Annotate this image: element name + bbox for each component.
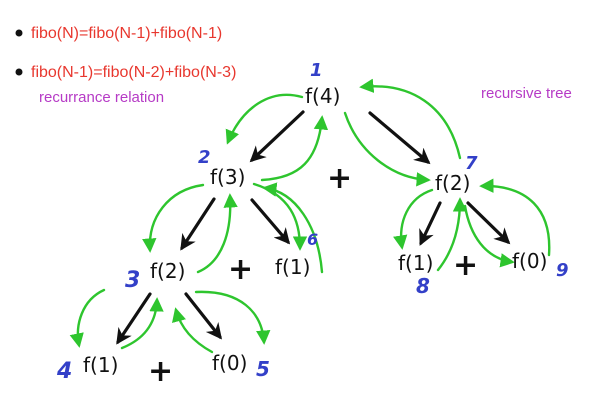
call-arrow-f2-to-f1 — [116, 292, 152, 345]
order-number-3: 3 — [125, 268, 140, 293]
order-number-6: 6 — [307, 230, 318, 249]
call-arrow-f4-to-f2 — [368, 111, 431, 165]
node-f1-middle: f(1) — [275, 255, 310, 279]
plus-sign-right: + — [453, 248, 478, 283]
plus-sign-middle: + — [228, 252, 253, 287]
order-number-9: 9 — [556, 260, 569, 281]
trace-f2-down-to-f1 — [69, 288, 106, 348]
trace-f3-up-to-f4 — [260, 115, 329, 182]
trace-rf2-down-to-f0 — [463, 204, 515, 268]
trace-f2-up-to-f3 — [196, 193, 238, 274]
trace-f1-up-to-f3 — [262, 182, 324, 274]
trace-f0-up-to-rf2 — [479, 178, 551, 257]
bullet-formula-1: fibo(N)=fibo(N-1)+fibo(N-1) — [31, 25, 222, 42]
order-number-1: 1 — [310, 60, 323, 81]
trace-f3-down-to-f1 — [252, 182, 308, 251]
plus-sign-top: + — [327, 161, 352, 196]
call-arrow-f3-to-f2 — [180, 197, 216, 251]
call-arrow-f4-to-f3 — [249, 110, 305, 163]
order-number-2: 2 — [198, 147, 211, 168]
order-number-4: 4 — [56, 359, 72, 384]
trace-f1-up-to-f2 — [120, 297, 164, 350]
recursive-tree-label: recursive tree — [481, 85, 572, 102]
trace-f1-up-to-rf2 — [436, 197, 468, 272]
node-f1-right: f(1) — [398, 251, 433, 275]
plus-sign-bottom: + — [148, 354, 173, 389]
trace-rf2-down-to-f1 — [393, 188, 434, 250]
bullet-formula-2: fibo(N-1)=fibo(N-2)+fibo(N-3) — [31, 64, 236, 81]
node-f1-leftmost: f(1) — [83, 353, 118, 377]
trace-f3-down-to-f2 — [142, 183, 205, 253]
node-f3: f(3) — [210, 165, 245, 189]
bullet-dot-1 — [15, 29, 23, 37]
trace-f4-down-to-f3 — [225, 93, 304, 145]
node-f4: f(4) — [305, 84, 340, 108]
node-f0-right: f(0) — [512, 249, 547, 273]
call-arrow-rf2-to-f0 — [466, 201, 511, 245]
trace-f2-down-to-f0 — [194, 290, 271, 345]
call-arrow-f3-to-f1 — [250, 198, 291, 245]
trace-f0-up-to-f2 — [172, 307, 214, 354]
recurrence-relation-label: recurrance relation — [39, 89, 164, 106]
node-f2-left: f(2) — [150, 259, 185, 283]
trace-f4-down-to-rf2 — [343, 111, 431, 187]
call-arrow-rf2-to-f1 — [419, 201, 442, 246]
bullet-dot-2 — [15, 68, 23, 76]
trace-rf2-up-to-f4 — [359, 78, 462, 160]
order-number-8: 8 — [416, 274, 430, 298]
call-arrow-f2-to-f0 — [184, 292, 222, 340]
order-number-5: 5 — [256, 357, 270, 381]
node-f0-left: f(0) — [212, 351, 247, 375]
order-number-7: 7 — [465, 153, 478, 174]
node-f2-right: f(2) — [435, 171, 470, 195]
